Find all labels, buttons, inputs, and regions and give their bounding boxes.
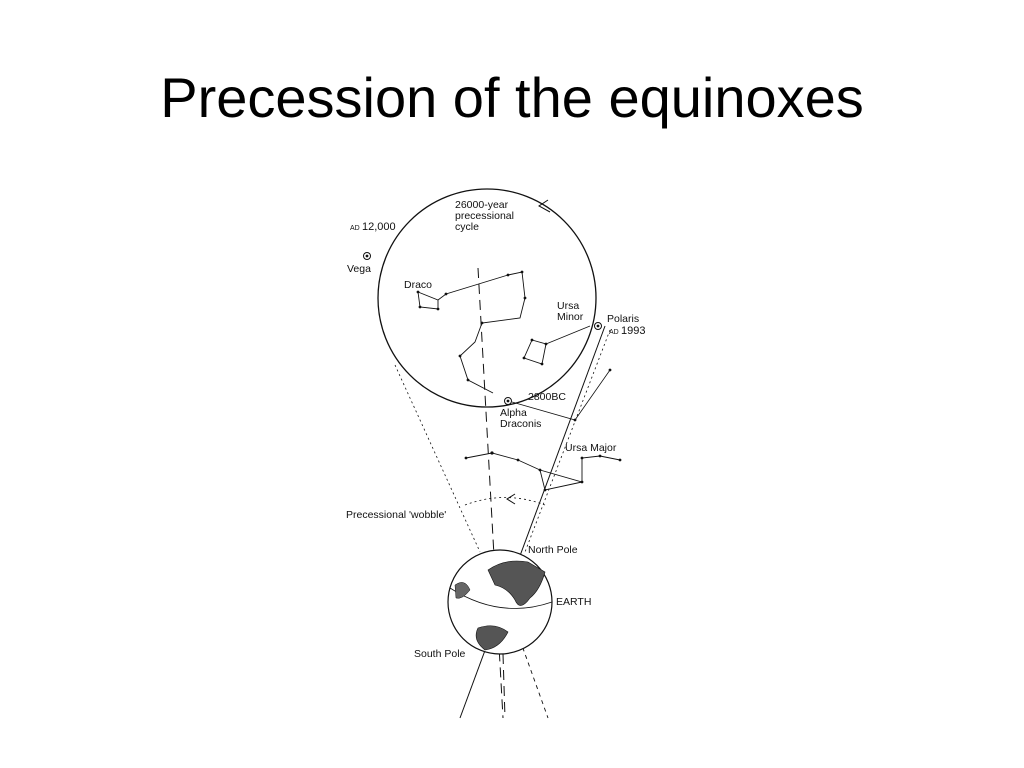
ursa-minor-label-2: Minor <box>557 311 584 323</box>
wobble-arc <box>464 497 546 506</box>
ad12000-year: 12,000 <box>362 221 396 233</box>
earth-label: EARTH <box>556 596 591 608</box>
draco-constellation <box>417 271 526 394</box>
wobble-arrow <box>506 493 516 505</box>
ad1993-prefix: AD <box>609 329 619 336</box>
polaris-axis-line <box>459 325 606 719</box>
earth-south-axis <box>502 653 506 719</box>
cycle-label-3: cycle <box>455 221 479 233</box>
ursa-major-label: Ursa Major <box>565 442 617 454</box>
ursa-minor-constellation <box>523 339 547 365</box>
ad12000-prefix: AD <box>350 225 360 232</box>
alpha-draconis-label-1: Alpha <box>500 407 527 419</box>
draco-label: Draco <box>404 279 432 291</box>
south-pole-label: South Pole <box>414 648 466 660</box>
vega-label: Vega <box>347 263 371 275</box>
draco-head <box>417 291 439 310</box>
slide-title: Precession of the equinoxes <box>160 66 864 129</box>
cone-left-upper <box>394 364 481 553</box>
lower-cone-right <box>519 639 549 719</box>
north-pole-label: North Pole <box>528 544 578 556</box>
cycle-label-1: 26000-year <box>455 199 509 211</box>
earth-land-north <box>487 560 546 606</box>
polaris-label: Polaris <box>607 313 639 325</box>
ursa-minor-label-1: Ursa <box>557 300 579 312</box>
alpha-draconis-marker <box>504 397 512 405</box>
vega-marker <box>363 252 371 260</box>
bc2800-label: 2800BC <box>528 391 566 403</box>
earth-land-south <box>475 625 509 651</box>
ad1993-year: 1993 <box>621 325 645 337</box>
ursa-minor-tail <box>545 325 591 345</box>
ursa-major-constellation <box>465 452 621 483</box>
cycle-label-2: precessional <box>455 210 514 222</box>
polaris-marker <box>594 322 602 330</box>
constellation-stars <box>416 270 622 492</box>
alpha-draconis-label-2: Draconis <box>500 418 541 430</box>
wobble-label: Precessional 'wobble' <box>346 509 446 521</box>
earth-land-west <box>454 582 471 599</box>
cycle-arrow <box>538 199 551 213</box>
celestial-circle <box>377 188 597 408</box>
cone-right-upper <box>524 329 611 553</box>
